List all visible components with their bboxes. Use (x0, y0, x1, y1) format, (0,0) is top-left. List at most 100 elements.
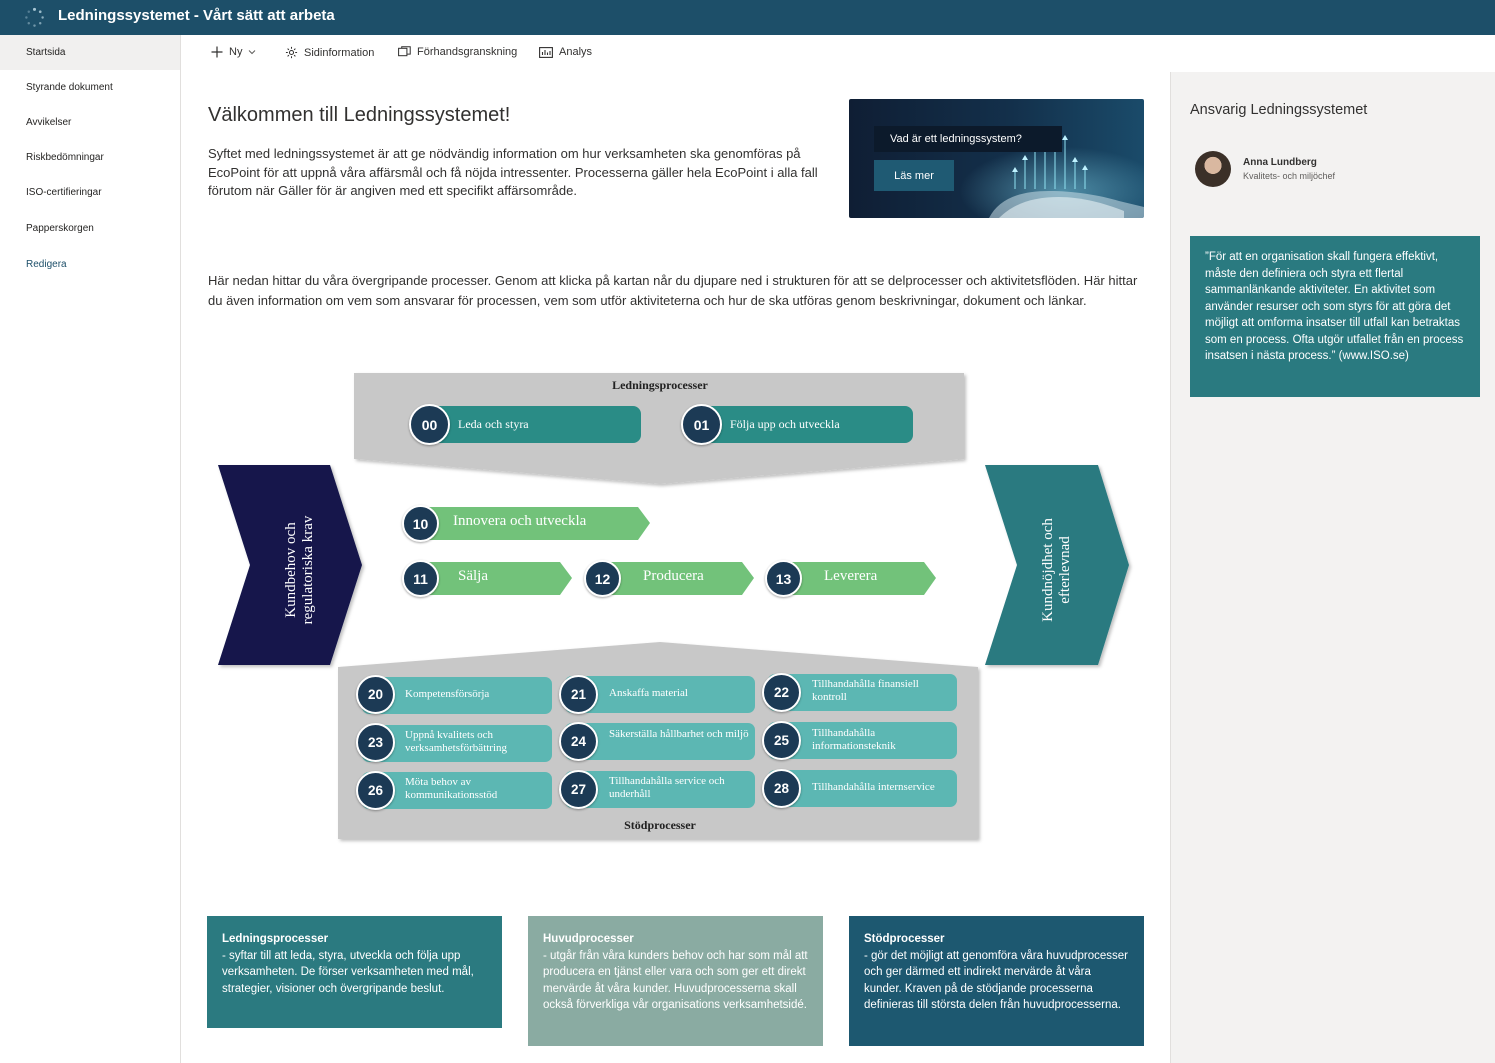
process-27-number: 27 (559, 770, 598, 809)
card-management-processes: Ledningsprocesser - syftar till att leda… (207, 916, 502, 1028)
process-23-number: 23 (356, 723, 395, 762)
process-23[interactable]: 23 Uppnå kvalitets och verksamhetsförbät… (356, 723, 552, 762)
process-13-label: Leverera (824, 568, 878, 584)
process-28-label: Tillhandahålla internservice (812, 781, 935, 793)
process-21-number: 21 (559, 675, 598, 714)
page-details-button[interactable]: Sidinformation (285, 46, 374, 59)
process-12[interactable]: 12 Producera (584, 560, 749, 597)
process-26[interactable]: 26 Möta behov av kommunikationsstöd (356, 771, 552, 810)
core-arrow-12 (602, 562, 754, 595)
process-24-number: 24 (559, 722, 598, 761)
site-logo-icon (25, 7, 44, 27)
process-28[interactable]: 28 Tillhandahålla internservice (762, 769, 957, 808)
nav-item-styrande-dokument[interactable]: Styrande dokument (26, 82, 113, 93)
nav-item-riskbedomningar[interactable]: Riskbedömningar (26, 152, 104, 163)
process-01[interactable]: 01 Följa upp och utveckla (681, 404, 913, 445)
left-arrow-label-line2: regulatoriska krav (300, 515, 316, 625)
process-12-label: Producera (643, 568, 704, 584)
plus-icon (211, 46, 223, 58)
left-arrow-label-line1: Kundbehov och (283, 522, 299, 618)
card-support-text: - gör det möjligt att genomföra våra huv… (864, 949, 1128, 1012)
core-arrow-10 (420, 507, 650, 540)
analytics-button[interactable]: Analys (539, 46, 592, 58)
process-20[interactable]: 20 Kompetensförsörja (356, 675, 552, 714)
new-button[interactable]: Ny (211, 46, 256, 58)
process-25[interactable]: 25 Tillhandahålla informationsteknik (762, 721, 957, 760)
management-band (354, 373, 964, 484)
avatar[interactable] (1195, 151, 1231, 187)
process-22[interactable]: 22 Tillhandahålla finansiell kontroll (762, 673, 957, 712)
read-more-button[interactable]: Läs mer (874, 160, 954, 191)
card-core-text: - utgår från våra kunders behov och har … (543, 949, 808, 1012)
process-27-label: Tillhandahålla service och underhåll (609, 775, 725, 800)
preview-icon (398, 46, 411, 57)
process-21[interactable]: 21 Anskaffa material (559, 675, 755, 714)
nav-item-startsida[interactable]: Startsida (0, 35, 180, 70)
process-22-number: 22 (762, 673, 801, 712)
process-11[interactable]: 11 Sälja (402, 560, 567, 597)
process-25-label: Tillhandahålla informationsteknik (812, 727, 896, 752)
left-arrow-label: Kundbehov och regulatoriska krav (283, 470, 317, 670)
process-10[interactable]: 10 Innovera och utveckla (402, 505, 642, 542)
nav-item-avvikelser[interactable]: Avvikelser (26, 117, 72, 128)
intro-text: Syftet med ledningssystemet är att ge nö… (208, 146, 818, 198)
card-support-title: Stödprocesser (864, 933, 945, 945)
process-26-number: 26 (356, 771, 395, 810)
support-title: Stödprocesser (624, 818, 696, 832)
process-map[interactable]: Ledningsprocesser Stödprocesser Kundbeho… (210, 365, 1140, 845)
process-00[interactable]: 00 Leda och styra (409, 404, 641, 445)
right-arrow-shape (985, 465, 1129, 665)
process-28-number: 28 (762, 769, 801, 808)
nav-item-iso-certifieringar[interactable]: ISO-certifieringar (26, 187, 102, 198)
process-10-number: 10 (402, 505, 439, 542)
chevron-down-icon (249, 50, 256, 55)
card-management-text: - syftar till att leda, styra, utveckla … (222, 949, 474, 995)
command-bar: Ny Sidinformation Förhandsgranskning Ana… (181, 35, 1170, 72)
process-21-label: Anskaffa material (609, 687, 688, 699)
card-core-title: Huvudprocesser (543, 933, 634, 945)
process-27[interactable]: 27 Tillhandahålla service och underhåll (559, 770, 755, 809)
left-arrow-shape (218, 465, 362, 665)
iso-quote: ”För att en organisation skall fungera e… (1190, 236, 1480, 397)
process-23-label: Uppnå kvalitets och verksamhetsförbättri… (405, 729, 508, 754)
person-role: Kvalitets- och miljöchef (1243, 171, 1336, 181)
gear-icon (285, 46, 298, 59)
analytics-icon (539, 46, 553, 58)
process-26-label: Möta behov av kommunikationsstöd (405, 776, 498, 801)
process-description-text: Här nedan hittar du våra övergripande pr… (208, 273, 1138, 308)
nav-item-papperskorgen[interactable]: Papperskorgen (26, 223, 94, 234)
right-arrow-label: Kundnöjdhet och efterlevnad (1040, 470, 1074, 670)
process-25-number: 25 (762, 721, 801, 760)
process-20-label: Kompetensförsörja (405, 688, 490, 700)
card-core-processes: Huvudprocesser - utgår från våra kunders… (528, 916, 823, 1046)
card-support-processes: Stödprocesser - gör det möjligt att geno… (849, 916, 1144, 1046)
process-11-number: 11 (402, 560, 439, 597)
responsible-title: Ansvarig Ledningssystemet (1190, 102, 1368, 118)
right-pane: Ansvarig Ledningssystemet Anna Lundberg … (1170, 72, 1495, 1063)
site-title[interactable]: Ledningssystemet - Vårt sätt att arbeta (58, 7, 335, 24)
process-13-number: 13 (765, 560, 802, 597)
process-24-label: Säkerställa hållbarhet och miljö (609, 728, 749, 740)
hero-banner: Vad är ett ledningssystem? Läs mer (849, 99, 1144, 218)
person-name[interactable]: Anna Lundberg (1243, 157, 1317, 168)
left-navigation: Startsida Styrande dokument Avvikelser R… (0, 35, 181, 1063)
right-arrow-label-line2: efterlevnad (1057, 536, 1073, 604)
page-details-label: Sidinformation (304, 46, 375, 59)
core-arrow-13 (784, 562, 936, 595)
preview-label: Förhandsgranskning (417, 46, 518, 58)
card-management-title: Ledningsprocesser (222, 933, 329, 945)
core-arrow-11 (420, 562, 572, 595)
growth-hand-image (939, 129, 1144, 218)
right-arrow-label-line1: Kundnöjdhet och (1040, 518, 1056, 622)
process-13[interactable]: 13 Leverera (765, 560, 930, 597)
process-10-label: Innovera och utveckla (453, 513, 587, 529)
process-12-number: 12 (584, 560, 621, 597)
process-22-label: Tillhandahålla finansiell kontroll (812, 678, 919, 703)
preview-button[interactable]: Förhandsgranskning (398, 46, 517, 58)
page-title: Välkommen till Ledningssystemet! (208, 104, 511, 126)
process-01-number: 01 (681, 404, 722, 445)
process-11-label: Sälja (458, 568, 488, 584)
nav-edit-link[interactable]: Redigera (26, 259, 67, 270)
process-20-number: 20 (356, 675, 395, 714)
process-24[interactable]: 24 Säkerställa hållbarhet och miljö (559, 722, 755, 761)
